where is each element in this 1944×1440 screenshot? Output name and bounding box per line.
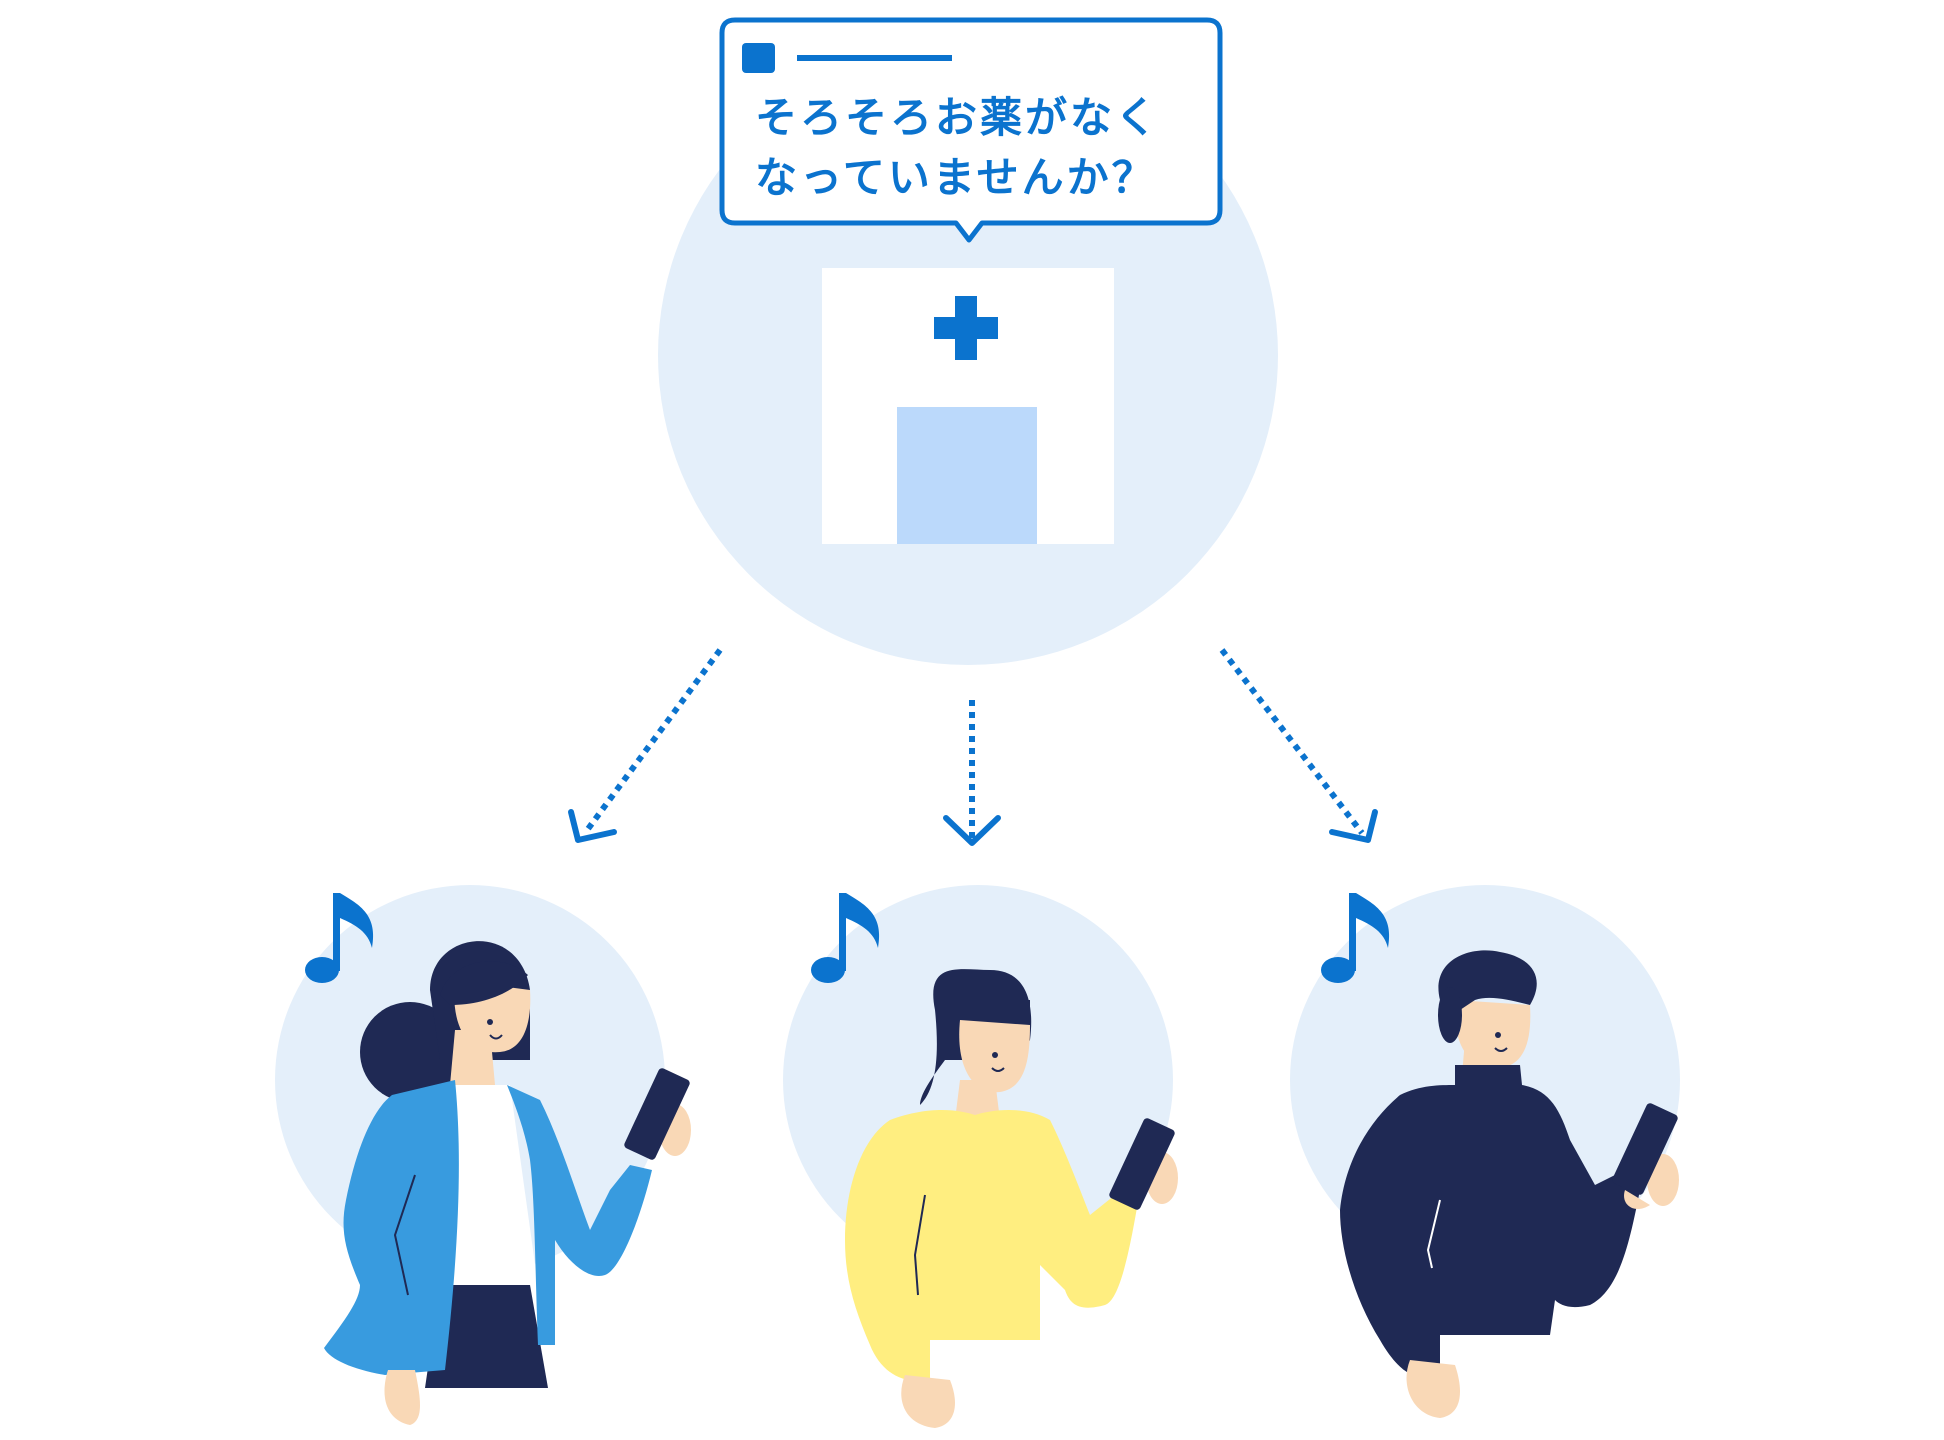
arrow-down-icon (943, 700, 1001, 846)
notification-app-icon (742, 43, 775, 73)
smartphone-icon (1612, 1103, 1678, 1195)
person-blue-jacket (275, 885, 691, 1425)
music-note-icon (811, 893, 880, 983)
notification-text-line-1: そろそろお薬がなく (755, 93, 1161, 142)
pharmacy-door (897, 407, 1037, 544)
smartphone-icon (1109, 1118, 1175, 1210)
music-note-icon (1321, 893, 1390, 983)
smartphone-icon (624, 1068, 690, 1160)
arrow-down-icon (568, 648, 723, 843)
plus-icon (934, 296, 998, 360)
notification-bubble (719, 17, 1223, 243)
person-yellow-sweater (783, 885, 1178, 1428)
notification-text-line-2: なっていませんか？ (755, 153, 1157, 202)
notification-title-line (797, 55, 952, 61)
arrows (568, 648, 1378, 846)
notification-text: そろそろお薬がなく なっていませんか？ (755, 88, 1195, 208)
music-note-icon (305, 893, 374, 983)
person-navy-sweater (1290, 885, 1680, 1418)
arrow-down-icon (1219, 648, 1378, 843)
